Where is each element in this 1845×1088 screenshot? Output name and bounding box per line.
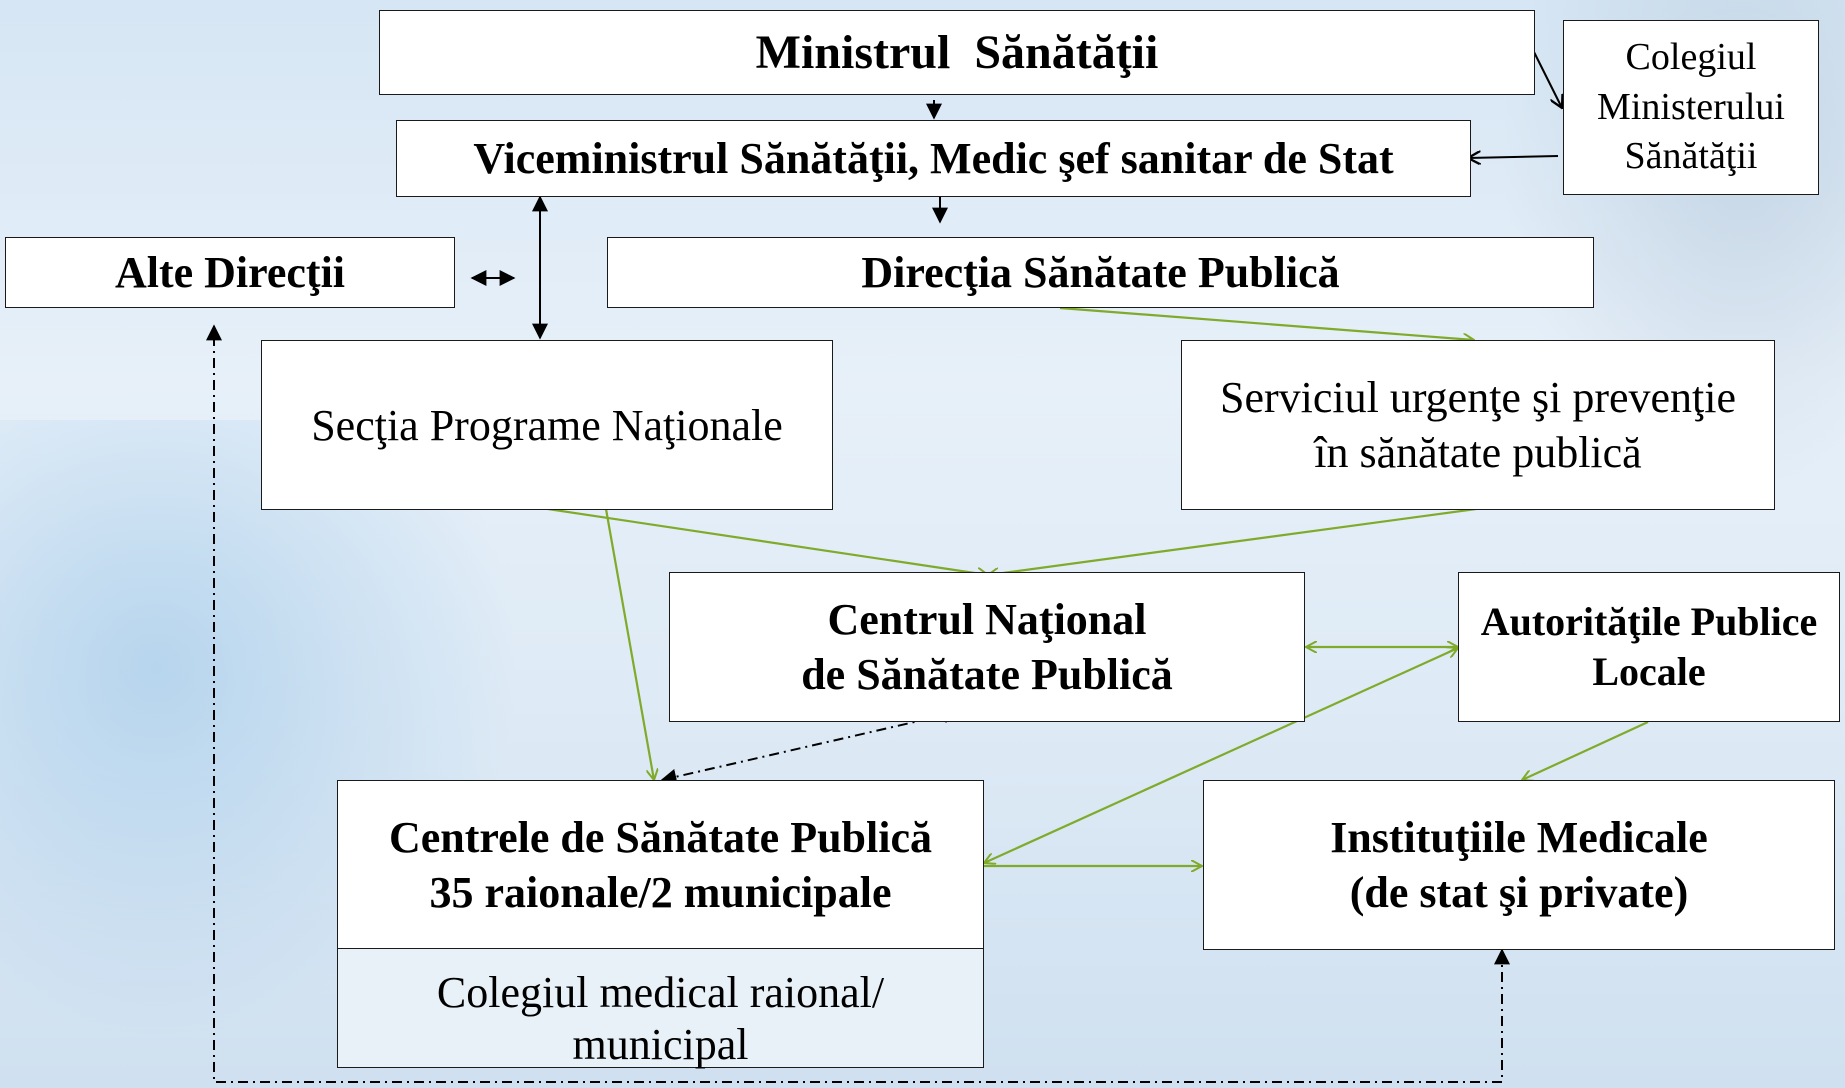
ministru-label: Ministrul Sănătăţii — [755, 25, 1159, 79]
colegiul-line-1: Colegiul — [1625, 36, 1757, 79]
autoritatile-line-2: Locale — [1592, 649, 1706, 694]
autoritatile-line-1: Autorităţile Publice — [1480, 599, 1818, 644]
alte-directii-box: Alte Direcţii — [5, 237, 455, 308]
colegiul-medical-box: Colegiul medical raional/ municipal — [337, 948, 984, 1069]
centrele-sp-box: Centrele de Sănătate Publică 35 raionale… — [337, 780, 984, 950]
green-serviciu-to-centrul — [988, 507, 1477, 575]
centrul-national-box: Centrul Naţional de Sănătate Publică — [669, 572, 1305, 722]
green-sectia-to-centrele — [604, 508, 654, 780]
serviciul-line-2: în sănătate publică — [1314, 428, 1642, 477]
viceministru-label: Viceministrul Sănătăţii, Medic şef sanit… — [473, 134, 1394, 183]
directia-sp-box: Direcţia Sănătate Publică — [607, 237, 1594, 308]
green-autoritati-institutii — [1522, 721, 1649, 780]
institutiile-line-1: Instituţiile Medicale — [1330, 813, 1708, 862]
green-autoritati-centrele — [984, 648, 1458, 863]
viceministru-box: Viceministrul Sănătăţii, Medic şef sanit… — [396, 120, 1471, 197]
colegiul-medical-line-1: Colegiul medical raional/ — [436, 968, 885, 1017]
centrele-line-2: 35 raionale/2 municipale — [429, 868, 892, 917]
centrul-line-1: Centrul Naţional — [827, 595, 1147, 644]
colegiul-medical-line-2: municipal — [572, 1019, 749, 1069]
colegiul-ministerului-box: Colegiul Ministerului Sănătăţii — [1563, 20, 1819, 195]
centrele-line-1: Centrele de Sănătate Publică — [388, 813, 933, 862]
institutiile-line-2: (de stat şi private) — [1349, 868, 1689, 917]
centrul-line-2: de Sănătate Publică — [801, 650, 1173, 699]
green-sectia-to-centrul — [547, 507, 988, 575]
alte-directii-label: Alte Direcţii — [114, 248, 346, 297]
arrow-colegiu-to-vice — [1468, 156, 1559, 158]
directia-sp-label: Direcţia Sănătate Publică — [861, 248, 1340, 297]
autoritatile-box: Autorităţile Publice Locale — [1458, 572, 1840, 722]
colegiul-line-3: Sănătăţii — [1624, 135, 1758, 178]
colegiul-line-2: Ministerului — [1597, 85, 1785, 128]
institutiile-box: Instituţiile Medicale (de stat şi privat… — [1203, 780, 1835, 950]
serviciul-urgente-box: Serviciul urgenţe şi prevenţie în sănăta… — [1181, 340, 1775, 510]
serviciul-line-1: Serviciul urgenţe şi prevenţie — [1219, 373, 1737, 422]
sectia-programe-label: Secţia Programe Naţionale — [311, 400, 783, 450]
arrow-ministru-to-colegiu — [1533, 51, 1562, 108]
sectia-programe-box: Secţia Programe Naţionale — [261, 340, 833, 510]
green-directia-to-serviciu — [1059, 306, 1474, 340]
dashdot-bottom-loop — [213, 326, 1503, 1083]
dashdot-centrele-centrul — [660, 707, 960, 785]
ministru-box: Ministrul Sănătăţii — [379, 10, 1535, 95]
